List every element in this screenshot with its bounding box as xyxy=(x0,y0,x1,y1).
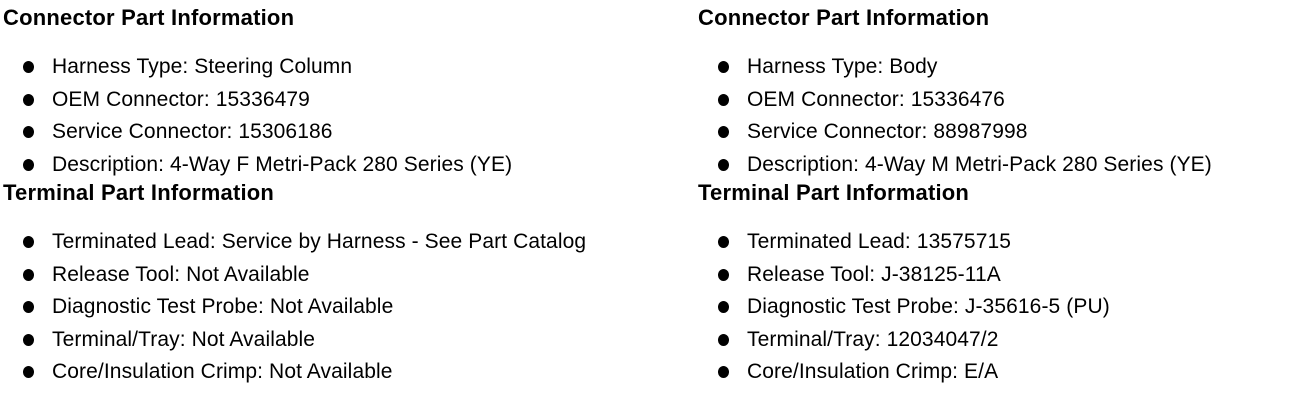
terminal-part-information-heading: Terminal Part Information xyxy=(698,180,970,205)
harness-type-item: Harness Type: Steering Column xyxy=(3,51,695,84)
terminated-lead-item: Terminated Lead: Service by Harness - Se… xyxy=(3,226,695,259)
item-text: Terminated Lead: 13575715 xyxy=(747,230,1012,253)
bullet-icon xyxy=(23,93,34,106)
terminal-part-information-heading: Terminal Part Information xyxy=(3,180,275,205)
bullet-icon xyxy=(718,236,729,249)
core-insulation-crimp-item: Core/Insulation Crimp: E/A xyxy=(698,356,1310,389)
bullet-icon xyxy=(23,126,34,139)
description-item: Description: 4-Way M Metri-Pack 280 Seri… xyxy=(698,149,1310,182)
terminated-lead-item: Terminated Lead: 13575715 xyxy=(698,226,1310,259)
bullet-icon xyxy=(23,366,34,379)
item-text: Description: 4-Way F Metri-Pack 280 Seri… xyxy=(52,152,513,176)
bullet-icon xyxy=(23,301,34,314)
diagnostic-test-probe-item: Diagnostic Test Probe: Not Available xyxy=(3,291,695,324)
column-left: Connector Part Information Harness Type:… xyxy=(3,0,695,389)
bullet-icon xyxy=(718,333,729,346)
bullet-icon xyxy=(23,158,34,171)
harness-type-item: Harness Type: Body xyxy=(698,51,1310,84)
connector-items-list: Harness Type: Steering Column OEM Connec… xyxy=(3,51,695,181)
oem-connector-item: OEM Connector: 15336476 xyxy=(698,84,1310,117)
item-text: Diagnostic Test Probe: J-35616-5 (PU) xyxy=(747,295,1110,318)
bullet-icon xyxy=(718,61,729,74)
connector-items-list: Harness Type: Body OEM Connector: 153364… xyxy=(698,51,1310,181)
terminal-items-list: Terminated Lead: Service by Harness - Se… xyxy=(3,226,695,389)
bullet-icon xyxy=(23,236,34,249)
service-connector-item: Service Connector: 15306186 xyxy=(3,116,695,149)
release-tool-item: Release Tool: J-38125-11A xyxy=(698,259,1310,292)
item-text: Service Connector: 15306186 xyxy=(52,120,333,143)
bullet-icon xyxy=(718,158,729,171)
item-text: Release Tool: Not Available xyxy=(52,262,310,286)
item-text: Harness Type: Steering Column xyxy=(52,55,353,78)
item-text: Terminal/Tray: Not Available xyxy=(52,327,316,351)
core-insulation-crimp-item: Core/Insulation Crimp: Not Available xyxy=(3,356,695,389)
terminal-tray-item: Terminal/Tray: 12034047/2 xyxy=(698,324,1310,357)
oem-connector-item: OEM Connector: 15336479 xyxy=(3,84,695,117)
item-text: Core/Insulation Crimp: E/A xyxy=(747,360,999,383)
item-text: Diagnostic Test Probe: Not Available xyxy=(52,295,394,318)
bullet-icon xyxy=(23,268,34,281)
column-right: Connector Part Information Harness Type:… xyxy=(698,0,1310,389)
item-text: Terminated Lead: Service by Harness - Se… xyxy=(52,230,587,253)
item-text: OEM Connector: 15336479 xyxy=(52,87,310,111)
description-item: Description: 4-Way F Metri-Pack 280 Seri… xyxy=(3,149,695,182)
bullet-icon xyxy=(718,366,729,379)
service-connector-item: Service Connector: 88987998 xyxy=(698,116,1310,149)
bullet-icon xyxy=(718,126,729,139)
release-tool-item: Release Tool: Not Available xyxy=(3,259,695,292)
connector-part-information-heading: Connector Part Information xyxy=(3,5,295,30)
item-text: Release Tool: J-38125-11A xyxy=(747,262,1001,286)
item-text: Harness Type: Body xyxy=(747,55,938,78)
item-text: Description: 4-Way M Metri-Pack 280 Seri… xyxy=(747,152,1212,176)
terminal-items-list: Terminated Lead: 13575715 Release Tool: … xyxy=(698,226,1310,389)
diagnostic-test-probe-item: Diagnostic Test Probe: J-35616-5 (PU) xyxy=(698,291,1310,324)
terminal-tray-item: Terminal/Tray: Not Available xyxy=(3,324,695,357)
item-text: Service Connector: 88987998 xyxy=(747,120,1028,143)
bullet-icon xyxy=(23,333,34,346)
item-text: Terminal/Tray: 12034047/2 xyxy=(747,327,999,351)
bullet-icon xyxy=(718,93,729,106)
item-text: Core/Insulation Crimp: Not Available xyxy=(52,360,393,383)
bullet-icon xyxy=(718,301,729,314)
bullet-icon xyxy=(718,268,729,281)
connector-part-information-heading: Connector Part Information xyxy=(698,5,990,30)
bullet-icon xyxy=(23,61,34,74)
item-text: OEM Connector: 15336476 xyxy=(747,87,1005,111)
